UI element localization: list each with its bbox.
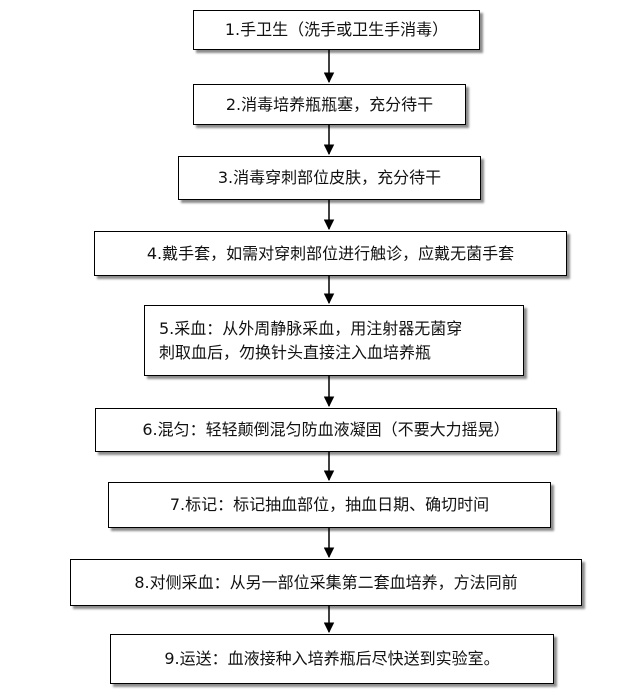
step-1-box: 1.手卫生（洗手或卫生手消毒）	[193, 10, 480, 50]
step-1-label: 1.手卫生（洗手或卫生手消毒）	[224, 20, 449, 39]
step-4-box: 4.戴手套，如需对穿刺部位进行触诊，应戴无菌手套	[94, 231, 567, 276]
step-2-box: 2.消毒培养瓶瓶塞，充分待干	[193, 84, 466, 125]
step-7-label: 7.标记：标记抽血部位，抽血日期、确切时间	[169, 495, 490, 514]
step-4-label: 4.戴手套，如需对穿刺部位进行触诊，应戴无菌手套	[146, 243, 515, 263]
step-6-label: 6.混匀：轻轻颠倒混匀防血液凝固（不要大力摇晃）	[142, 420, 510, 439]
step-5-label-line1: 5.采血：从外周静脉采血，用注射器无菌穿	[159, 318, 463, 338]
step-7-box: 7.标记：标记抽血部位，抽血日期、确切时间	[108, 482, 551, 528]
step-6-box: 6.混匀：轻轻颠倒混匀防血液凝固（不要大力摇晃）	[95, 408, 557, 452]
step-8-box: 8.对侧采血：从另一部位采集第二套血培养，方法同前	[70, 559, 582, 606]
step-5-label-line2: 刺取血后，勿换针头直接注入血培养瓶	[159, 342, 432, 362]
step-5-box: 5.采血：从外周静脉采血，用注射器无菌穿 刺取血后，勿换针头直接注入血培养瓶	[144, 305, 524, 376]
step-3-box: 3.消毒穿刺部位皮肤，充分待干	[178, 156, 481, 200]
step-3-label: 3.消毒穿刺部位皮肤，充分待干	[217, 168, 442, 187]
step-9-label: 9.运送：血液接种入培养瓶后尽快送到实验室。	[164, 649, 500, 668]
step-9-box: 9.运送：血液接种入培养瓶后尽快送到实验室。	[110, 634, 554, 684]
step-2-label: 2.消毒培养瓶瓶塞，充分待干	[225, 94, 434, 114]
step-8-label: 8.对侧采血：从另一部位采集第二套血培养，方法同前	[134, 572, 518, 592]
